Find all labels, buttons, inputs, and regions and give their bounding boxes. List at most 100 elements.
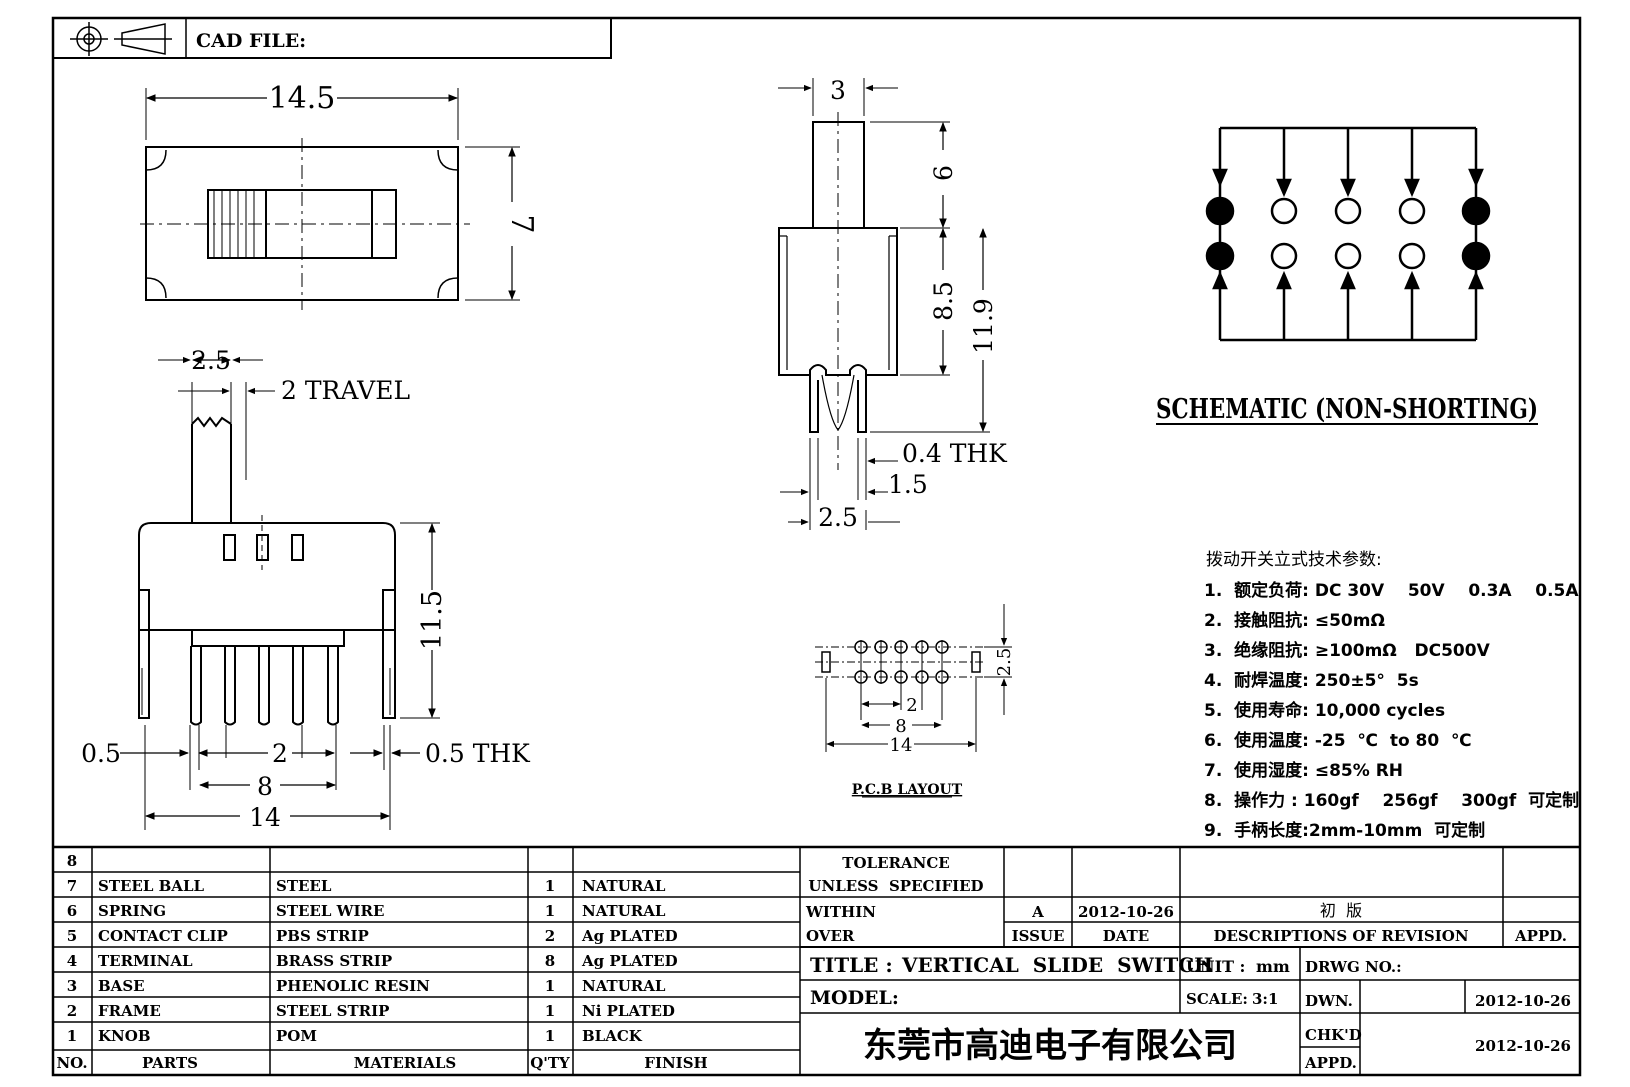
bom-material: PBS STRIP [276, 927, 369, 945]
side-view [120, 356, 440, 830]
bom-part: BASE [98, 977, 145, 995]
bom-no: 5 [67, 927, 77, 945]
bom-material: PHENOLIC RESIN [276, 977, 430, 995]
schematic-title: SCHEMATIC (NON-SHORTING) [1156, 394, 1538, 425]
bom-no: 4 [67, 952, 77, 970]
spec-heading: 拨动开关立式技术参数: [1206, 550, 1382, 570]
bom-qty: 8 [545, 952, 555, 970]
bom-qty: 2 [545, 927, 555, 945]
end-pin-span-dim: 2.5 [818, 503, 858, 532]
bom-material: STEEL STRIP [276, 1002, 389, 1020]
spec-item: 5. 使用寿命: 10,000 cycles [1204, 700, 1445, 721]
title-block [800, 847, 1580, 1075]
title-value: VERTICAL SLIDE SWITCH [901, 953, 1213, 977]
top-height-dim: 7 [504, 214, 539, 233]
bom-part: TERMINAL [98, 952, 193, 970]
drwg-no-label: DRWG NO.: [1305, 958, 1402, 976]
bom-header-parts: PARTS [142, 1054, 198, 1072]
pcb-pitch-dim: 2 [906, 695, 917, 716]
bom-finish: BLACK [582, 1027, 643, 1045]
table-row: 3 BASE PHENOLIC RESIN 1 NATURAL [67, 977, 666, 995]
pcb-layout-title: P.C.B LAYOUT [852, 782, 963, 798]
unit-label: UNIT : [1186, 957, 1245, 976]
sheet-border [51, 16, 1582, 1077]
scale-value: 3:1 [1252, 990, 1278, 1008]
table-row: 5 CONTACT CLIP PBS STRIP 2 Ag PLATED [67, 927, 678, 945]
cad-file-label: CAD FILE: [196, 30, 306, 52]
model-label: MODEL: [810, 987, 899, 1009]
bom-part: CONTACT CLIP [98, 927, 228, 945]
side-span14-dim: 14 [249, 803, 281, 832]
bom-finish: NATURAL [582, 977, 666, 995]
company-name: 东莞市高迪电子有限公司 [863, 1026, 1237, 1066]
side-height-dim: 11.5 [417, 590, 448, 650]
dwn-date: 2012-10-26 [1475, 992, 1571, 1010]
side-travel-label: 2 TRAVEL [281, 376, 410, 405]
bom-qty: 1 [545, 877, 555, 895]
bom-no: 1 [67, 1027, 77, 1045]
bom-header-qty: Q'TY [530, 1054, 570, 1072]
bom-finish: Ni PLATED [582, 1002, 675, 1020]
side-pin-left-dim: 0.5 [81, 739, 121, 768]
end-knob-height-dim: 6 [929, 165, 958, 181]
top-width-dim: 14.5 [269, 81, 336, 116]
unless-specified-label: UNLESS SPECIFIED [808, 877, 983, 895]
end-view [778, 78, 990, 530]
appd-label: APPD. [1514, 927, 1567, 945]
end-total-height-dim: 11.9 [969, 298, 998, 354]
tolerance-label: TOLERANCE [842, 854, 949, 872]
side-pitch-dim: 2 [272, 739, 288, 768]
bom-part: SPRING [98, 902, 166, 920]
spec-item: 4. 耐焊温度: 250±5° 5s [1204, 670, 1419, 691]
spec-item: 1. 额定负荷: DC 30V 50V 0.3A 0.5A [1204, 580, 1579, 601]
pcb-row-dim: 2.5 [994, 648, 1015, 677]
bom-part: STEEL BALL [98, 877, 204, 895]
issue-label: ISSUE [1012, 927, 1065, 945]
issue-value: A [1031, 903, 1044, 921]
bom-no: 6 [67, 902, 77, 920]
table-row: 6 SPRING STEEL WIRE 1 NATURAL [67, 902, 666, 920]
header-block: CAD FILE: [52, 17, 612, 59]
end-pin-gap-dim: 1.5 [888, 470, 928, 499]
end-knob-dim: 3 [830, 76, 846, 105]
side-actuator-dim: 2.5 [191, 346, 231, 375]
table-row: 7 STEEL BALL STEEL 1 NATURAL [67, 877, 666, 895]
bom-no: 3 [67, 977, 77, 995]
spec-item: 3. 绝缘阻抗: ≥100mΩ DC500V [1204, 640, 1491, 661]
bom-qty: 1 [545, 977, 555, 995]
bom-material: POM [276, 1027, 317, 1045]
date-label: DATE [1103, 927, 1149, 945]
bom-qty: 1 [545, 1027, 555, 1045]
bom-material: STEEL [276, 877, 332, 895]
spec-item: 6. 使用温度: -25 ℃ to 80 ℃ [1204, 730, 1472, 751]
descriptions-label: DESCRIPTIONS OF REVISION [1213, 927, 1468, 945]
spec-list: 拨动开关立式技术参数: 1. 额定负荷: DC 30V 50V 0.3A 0.5… [1204, 550, 1579, 841]
bom-header-materials: MATERIALS [354, 1054, 457, 1072]
bom-qty: 1 [545, 1002, 555, 1020]
bom-part: FRAME [98, 1002, 161, 1020]
title-label: TITLE : [810, 953, 893, 977]
bom-finish: Ag PLATED [581, 952, 678, 970]
issue-date-value: 2012-10-26 [1078, 903, 1174, 921]
bom-header-finish: FINISH [644, 1054, 707, 1072]
side-span8-dim: 8 [257, 772, 273, 801]
table-row: 4 TERMINAL BRASS STRIP 8 Ag PLATED [67, 952, 678, 970]
pcb-span8-dim: 8 [895, 716, 906, 737]
bom-qty: 1 [545, 902, 555, 920]
chkd-label: CHK'D [1305, 1026, 1362, 1044]
unit-value: mm [1256, 957, 1290, 976]
projection-symbol-icon [70, 22, 172, 56]
bom-part: KNOB [98, 1027, 151, 1045]
schematic [1205, 126, 1491, 342]
bom-no: 8 [67, 852, 77, 870]
revision-value: 初 版 [1320, 901, 1362, 920]
dwn-label: DWN. [1305, 992, 1353, 1010]
bom-material: BRASS STRIP [276, 952, 392, 970]
scale-label: SCALE: [1186, 990, 1248, 1008]
table-row: 8 [67, 852, 77, 870]
bom-no: 7 [67, 877, 77, 895]
spec-item: 9. 手柄长度:2mm-10mm 可定制 [1204, 820, 1485, 841]
end-thk-label: 0.4 THK [902, 439, 1008, 468]
bom-header-no: NO. [56, 1054, 87, 1072]
